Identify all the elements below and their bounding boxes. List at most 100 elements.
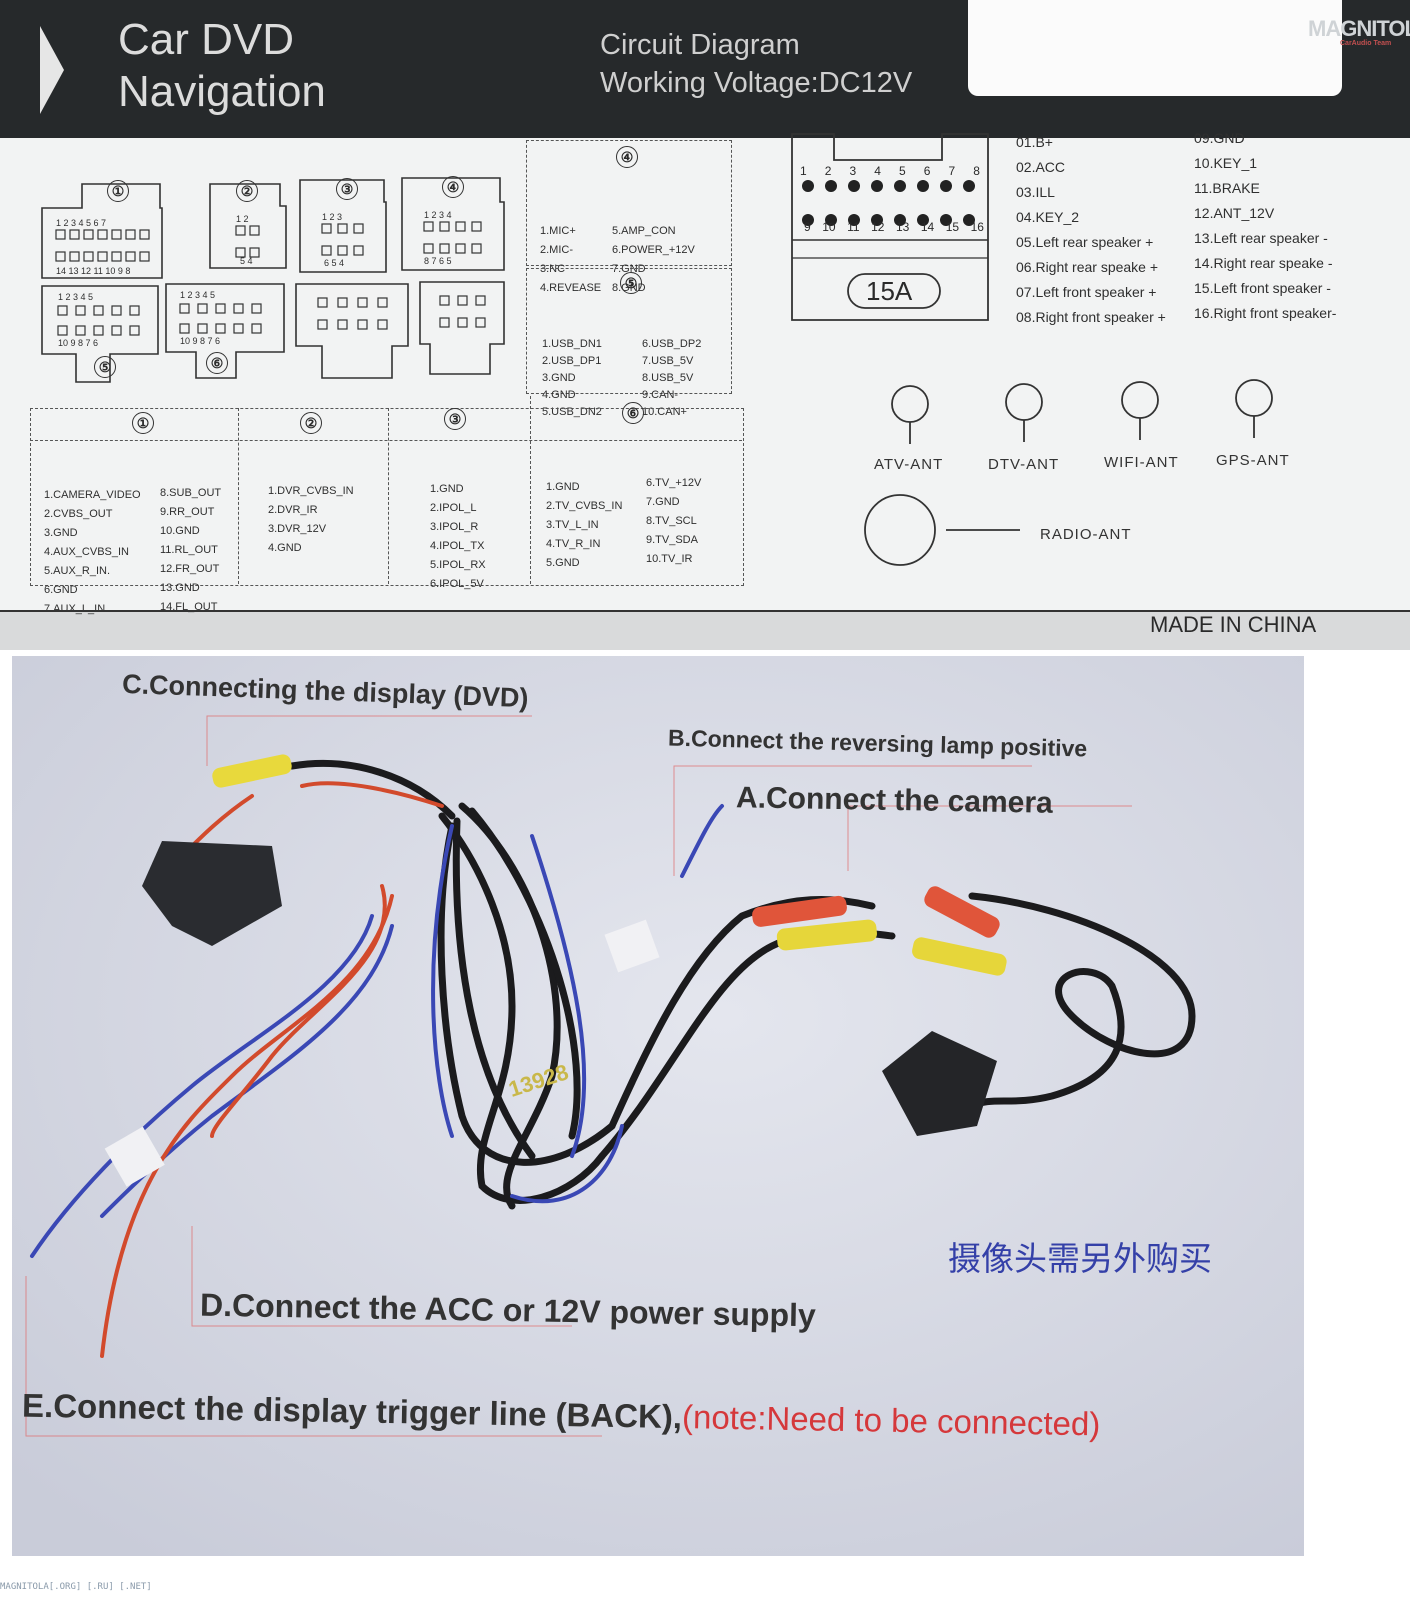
pin-socket (235, 225, 246, 236)
connector-drawings (41, 177, 505, 383)
pin-socket (75, 325, 86, 336)
pin-socket (317, 297, 328, 308)
pin-socket (215, 323, 226, 334)
pin-socket (475, 295, 486, 306)
pin-socket (251, 303, 262, 314)
main-pin-dot (848, 214, 860, 226)
connector-4-num: ④ (442, 176, 464, 199)
pin-socket (249, 225, 260, 236)
pin-socket (423, 221, 434, 232)
pin-socket (139, 229, 150, 240)
logo-subtitle: CarAudio Team (1340, 40, 1392, 47)
pin-table-1-num: ① (132, 412, 154, 434)
connector-3-top-pins: 1 2 3 (322, 212, 343, 222)
pin-socket (75, 305, 86, 316)
pin-socket (423, 243, 434, 254)
blank-label-area (968, 0, 1342, 96)
pin-socket (471, 221, 482, 232)
main-pin-dot (963, 214, 975, 226)
connector-6-bottom-pins: 10 9 8 7 6 (180, 336, 221, 346)
connector-1-bottom-pins: 14 13 12 11 10 9 8 (56, 266, 131, 276)
pin-socket (439, 221, 450, 232)
pin-tables-divider-1 (238, 408, 239, 584)
pin-socket (111, 325, 122, 336)
subtitle-line-2: Working Voltage:DC12V (600, 67, 913, 99)
label-connect-camera: A.Connect the camera (735, 781, 1054, 820)
main-pin-dot (802, 214, 814, 226)
label-trigger-line-note: (note:Need to be connected) (681, 1398, 1101, 1443)
main-pin-dot (825, 180, 837, 192)
main-pin-dot (940, 180, 952, 192)
pin-socket (111, 305, 122, 316)
pin-socket (337, 319, 348, 330)
pin-table-4-num: ④ (616, 146, 638, 168)
pin-socket (129, 325, 140, 336)
play-arrow-icon (40, 26, 64, 114)
connector-6-top-pins: 1 2 3 4 5 (180, 290, 216, 300)
pin-socket (55, 251, 66, 262)
pin-tables-bottom (30, 408, 744, 586)
connector-2-top-pins: 1 2 (236, 214, 249, 224)
pin-socket (139, 251, 150, 262)
logo: MAGNITOLA (1308, 16, 1410, 41)
main-connector (791, 133, 989, 321)
pin-socket (251, 323, 262, 334)
title-line-1: Car DVD (118, 15, 295, 64)
pin-tables-divider-2 (388, 408, 389, 584)
pin-tables-divider-3 (530, 396, 531, 584)
product-title: Car DVD Navigation (118, 14, 326, 118)
connector-5-num: ⑤ (94, 356, 116, 379)
pin-socket (457, 317, 468, 328)
diagram-panel: ① 1 2 3 4 5 6 7 14 13 12 11 10 9 8 ② 1 2… (0, 130, 1410, 615)
circuit-diagram-label: Car DVD Navigation Circuit Diagram Worki… (0, 0, 1410, 650)
pin-socket (125, 229, 136, 240)
pin-socket (317, 319, 328, 330)
main-pin-dot (848, 180, 860, 192)
connector-5-bottom-pins: 10 9 8 7 6 (58, 338, 99, 348)
fuse-rating: 15A (866, 276, 913, 306)
pin-socket (97, 229, 108, 240)
pin-socket (353, 223, 364, 234)
pin-socket (197, 303, 208, 314)
pin-socket (69, 229, 80, 240)
main-pin-dot (871, 214, 883, 226)
main-pin-dot (802, 180, 814, 192)
connector-2-bottom-pins: 5 4 (240, 256, 253, 266)
connector-1-top-pins: 1 2 3 4 5 6 7 (56, 218, 107, 228)
pin-table-2-num: ② (300, 412, 322, 434)
main-pin-dot (917, 180, 929, 192)
main-pin-dot (963, 180, 975, 192)
pin-socket (69, 251, 80, 262)
pin-socket (233, 323, 244, 334)
pin-socket (475, 317, 486, 328)
pin-socket (93, 325, 104, 336)
pin-socket (455, 243, 466, 254)
pin-socket (439, 317, 450, 328)
connector-2-outline (209, 183, 287, 269)
chinese-note-camera-sold-separately: 摄像头需另外购买 (948, 1239, 1212, 1278)
pin-socket (457, 295, 468, 306)
antenna-label-dtv: DTV-ANT (988, 456, 1060, 473)
pin-socket (439, 243, 450, 254)
pin-socket (111, 229, 122, 240)
connector-4-bottom-pins: 8 7 6 5 (424, 256, 452, 266)
antenna-label-gps: GPS-ANT (1216, 452, 1290, 469)
pin-socket (197, 323, 208, 334)
pin-socket (439, 295, 450, 306)
main-pin-dot (825, 214, 837, 226)
pin-table-5 (526, 268, 732, 394)
connector-7-outline (295, 283, 409, 379)
pin-socket (337, 245, 348, 256)
pin-socket (57, 305, 68, 316)
pin-socket (377, 319, 388, 330)
pin-table-3-num: ③ (444, 408, 466, 430)
